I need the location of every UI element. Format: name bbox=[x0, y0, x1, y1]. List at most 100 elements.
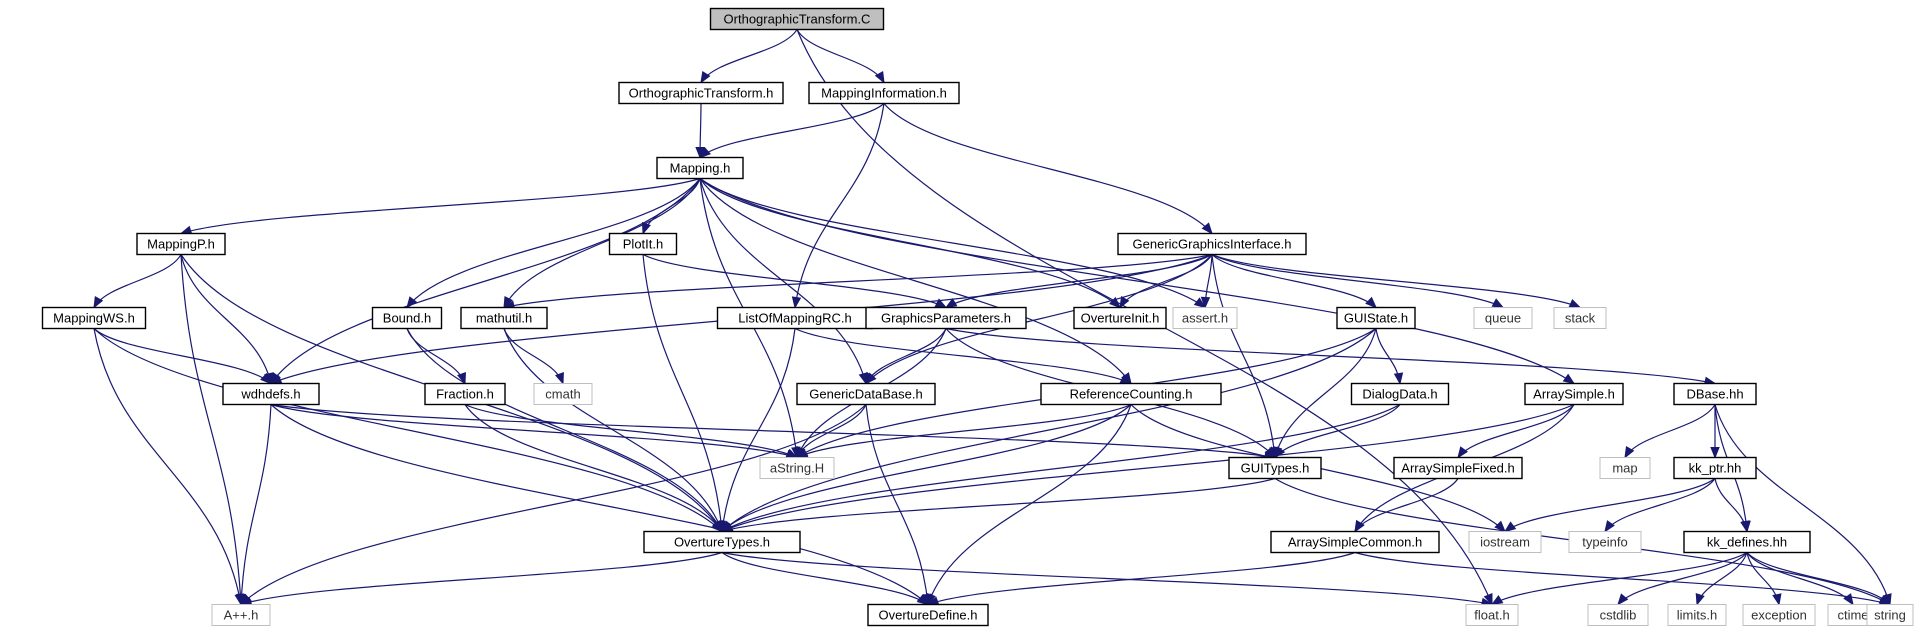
node-float[interactable]: float.h bbox=[1465, 604, 1519, 626]
edge-ggi-to-queue bbox=[1211, 253, 1505, 309]
node-label: GenericDataBase.h bbox=[809, 387, 922, 402]
node-ot-h[interactable]: OrthographicTransform.h bbox=[618, 81, 784, 105]
edge-line bbox=[270, 403, 798, 459]
edge-mapinfo-to-ggi bbox=[883, 103, 1213, 235]
node-label: Fraction.h bbox=[436, 387, 494, 402]
node-guistate[interactable]: GUIState.h bbox=[1336, 306, 1416, 330]
edge-line bbox=[721, 552, 929, 605]
node-cmath[interactable]: cmath bbox=[533, 383, 593, 405]
node-label: cmath bbox=[545, 387, 580, 402]
node-box bbox=[1172, 307, 1238, 329]
node-box bbox=[41, 306, 147, 330]
arrowhead bbox=[641, 222, 651, 235]
edge-kkdef-to-string bbox=[1746, 552, 1891, 606]
node-box bbox=[424, 382, 506, 406]
node-box bbox=[1465, 604, 1519, 626]
node-plotit[interactable]: PlotIt.h bbox=[608, 232, 678, 256]
edge-overtypes-to-overdef bbox=[721, 552, 930, 606]
node-queue[interactable]: queue bbox=[1473, 307, 1533, 329]
node-dialog[interactable]: DialogData.h bbox=[1350, 382, 1450, 406]
edge-mappingws-to-wdh bbox=[93, 328, 272, 385]
node-refcount[interactable]: ReferenceCounting.h bbox=[1040, 382, 1222, 406]
node-arraysimple[interactable]: ArraySimple.h bbox=[1524, 382, 1624, 406]
node-label: ListOfMappingRC.h bbox=[738, 311, 851, 326]
node-box bbox=[1473, 307, 1533, 329]
edge-line bbox=[721, 403, 1575, 533]
node-overtypes[interactable]: OvertureTypes.h bbox=[643, 530, 801, 554]
edge-line bbox=[865, 328, 947, 384]
node-label: Mapping.h bbox=[670, 161, 731, 176]
node-guitypes[interactable]: GUITypes.h bbox=[1228, 456, 1322, 480]
node-label: limits.h bbox=[1677, 608, 1717, 623]
edge-line bbox=[93, 328, 723, 532]
node-label: MappingP.h bbox=[147, 237, 215, 252]
edge-line bbox=[503, 328, 723, 532]
node-overdef[interactable]: OvertureDefine.h bbox=[867, 603, 989, 627]
node-ascommon[interactable]: ArraySimpleCommon.h bbox=[1270, 530, 1440, 554]
node-label: OvertureInit.h bbox=[1081, 311, 1160, 326]
node-label: cstdlib bbox=[1600, 608, 1637, 623]
edge-line bbox=[1211, 253, 1581, 309]
arrowhead bbox=[93, 296, 104, 309]
node-listmap[interactable]: ListOfMappingRC.h bbox=[716, 306, 874, 330]
node-kkdef[interactable]: kk_defines.hh bbox=[1683, 530, 1811, 554]
node-string[interactable]: string bbox=[1866, 604, 1914, 626]
node-label: ctime bbox=[1837, 608, 1868, 623]
node-box bbox=[865, 306, 1027, 330]
node-root[interactable]: OrthographicTransform.C bbox=[709, 7, 885, 31]
node-asfixed[interactable]: ArraySimpleFixed.h bbox=[1393, 456, 1523, 480]
edge-line bbox=[1504, 478, 1716, 532]
node-gparams[interactable]: GraphicsParameters.h bbox=[865, 306, 1027, 330]
arrowhead bbox=[865, 371, 875, 385]
node-stack[interactable]: stack bbox=[1553, 307, 1607, 329]
node-cstdlib[interactable]: cstdlib bbox=[1587, 604, 1649, 626]
node-dbase[interactable]: DBase.hh bbox=[1673, 382, 1757, 406]
arrowhead bbox=[1393, 372, 1404, 385]
node-app[interactable]: A++.h bbox=[211, 604, 271, 626]
node-box bbox=[371, 306, 443, 330]
edge-ggi-to-overinit bbox=[1119, 254, 1213, 309]
edge-ggi-to-stack bbox=[1211, 253, 1582, 309]
node-box bbox=[1673, 456, 1757, 480]
node-box bbox=[796, 382, 936, 406]
node-label: OvertureDefine.h bbox=[879, 608, 978, 623]
node-map[interactable]: map bbox=[1599, 457, 1651, 479]
arrowhead bbox=[555, 372, 564, 385]
node-assert[interactable]: assert.h bbox=[1172, 307, 1238, 329]
node-wdh[interactable]: wdhdefs.h bbox=[222, 382, 320, 406]
node-exception[interactable]: exception bbox=[1742, 604, 1816, 626]
edge-mapinfo-to-listmap bbox=[791, 103, 885, 309]
node-mapinfo[interactable]: MappingInformation.h bbox=[808, 81, 960, 105]
node-astring[interactable]: aString.H bbox=[759, 457, 835, 479]
edge-line bbox=[1491, 551, 1748, 606]
edge-guistate-to-dialog bbox=[1375, 328, 1404, 385]
node-mathutil[interactable]: mathutil.h bbox=[460, 306, 548, 330]
edge-mapinfo-to-mapping bbox=[698, 103, 885, 159]
edge-kkdef-to-exception bbox=[1746, 552, 1782, 606]
node-kkptr[interactable]: kk_ptr.hh bbox=[1673, 456, 1757, 480]
edge-line bbox=[794, 103, 885, 308]
node-iostream[interactable]: iostream bbox=[1468, 531, 1542, 553]
node-overinit[interactable]: OvertureInit.h bbox=[1073, 306, 1167, 330]
node-mapping[interactable]: Mapping.h bbox=[656, 156, 744, 180]
node-mappingp[interactable]: MappingP.h bbox=[136, 232, 226, 256]
node-gdb[interactable]: GenericDataBase.h bbox=[796, 382, 936, 406]
node-label: GUIState.h bbox=[1344, 311, 1408, 326]
node-ggi[interactable]: GenericGraphicsInterface.h bbox=[1117, 232, 1307, 256]
node-typeinfo[interactable]: typeinfo bbox=[1568, 531, 1642, 553]
edge-line bbox=[406, 328, 466, 384]
edge-line bbox=[1696, 552, 1748, 605]
node-fraction[interactable]: Fraction.h bbox=[424, 382, 506, 406]
node-label: string bbox=[1874, 608, 1906, 623]
edge-line bbox=[699, 178, 1575, 384]
edge-ggi-to-guistate bbox=[1211, 254, 1377, 309]
node-mappingws[interactable]: MappingWS.h bbox=[41, 306, 147, 330]
edge-line bbox=[721, 403, 1401, 533]
node-bound[interactable]: Bound.h bbox=[371, 306, 443, 330]
node-limits[interactable]: limits.h bbox=[1667, 604, 1727, 626]
edge-arraysimple-to-asfixed bbox=[1457, 404, 1575, 459]
edge-overtypes-to-float bbox=[721, 551, 1494, 608]
edge-fraction-to-overtypes bbox=[464, 404, 723, 533]
node-label: MappingInformation.h bbox=[821, 86, 947, 101]
